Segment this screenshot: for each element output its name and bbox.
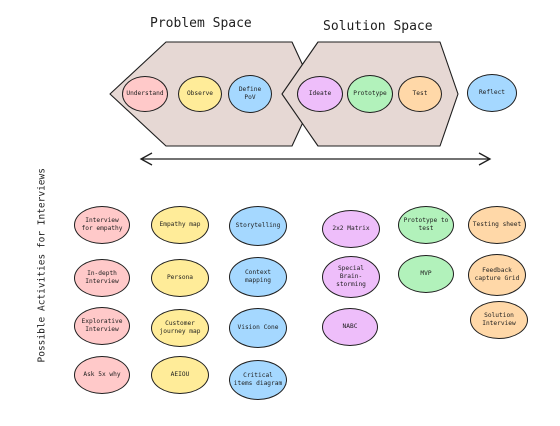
activity-empathy-map: Empathy map — [151, 206, 209, 244]
process-node-label: Observe — [186, 90, 214, 98]
activity-label: Empathy map — [159, 221, 201, 229]
activity-storytelling: Storytelling — [229, 206, 287, 246]
process-node-label: Ideate — [308, 90, 332, 98]
activity-label: 2x2 Matrix — [332, 225, 370, 233]
activity-label: Explorative Interview — [81, 318, 123, 333]
activity-persona: Persona — [151, 259, 209, 297]
activity-nabc: NABC — [322, 308, 378, 346]
process-node-label: Prototype — [353, 90, 387, 98]
activity-testing-sheet: Testing sheet — [468, 206, 526, 244]
activity-in-depth-interview: In-depth Interview — [74, 259, 130, 297]
activity-label: AEIOU — [170, 371, 190, 379]
process-node-label: Understand — [126, 90, 164, 98]
activity-label: Ask 5x why — [83, 371, 121, 379]
activity-label: Feedback capture Grid — [474, 267, 520, 282]
activity-label: Testing sheet — [472, 221, 522, 229]
activity-2x2-matrix: 2x2 Matrix — [322, 210, 380, 248]
activity-label: Storytelling — [235, 222, 281, 230]
process-node-label: Test — [412, 90, 428, 98]
activity-label: Interview for empathy — [81, 217, 123, 232]
process-node-reflect: Reflect — [467, 74, 517, 112]
activity-label: MVP — [420, 270, 432, 278]
activity-feedback-capture-grid: Feedback capture Grid — [468, 254, 526, 296]
problem-space-title: Problem Space — [150, 16, 252, 31]
activity-mvp: MVP — [398, 255, 454, 293]
process-node-prototype: Prototype — [347, 75, 393, 113]
solution-space-title: Solution Space — [323, 19, 433, 34]
activity-label: Persona — [166, 274, 194, 282]
activity-label: Vision Cone — [237, 324, 279, 332]
activity-context-mapping: Context mapping — [229, 257, 287, 297]
activity-special-brainstorming: Special Brain-storming — [322, 256, 380, 298]
activity-label: NABC — [342, 323, 358, 331]
process-node-test: Test — [398, 76, 442, 112]
activity-critical-items-diagram: Critical items diagram — [229, 360, 287, 400]
activity-label: Special Brain-storming — [336, 265, 366, 288]
activity-label: Prototype to test — [403, 217, 449, 232]
activity-label: Critical items diagram — [233, 372, 283, 387]
timeline-arrow-left-head — [139, 152, 153, 166]
activity-label: Solution Interview — [482, 312, 516, 327]
process-node-observe: Observe — [178, 76, 222, 112]
activity-aeiou: AEIOU — [151, 356, 209, 394]
activity-label: Context mapping — [244, 269, 272, 284]
activity-prototype-to-test: Prototype to test — [398, 206, 454, 244]
activity-customer-journey-map: Customer journey map — [151, 309, 209, 347]
process-node-define-pov: Define PoV — [228, 75, 272, 113]
activities-side-label: Possible Activities for Interviews — [36, 168, 48, 363]
process-node-label: Define PoV — [238, 86, 262, 101]
activity-vision-cone: Vision Cone — [229, 308, 287, 348]
process-node-label: Reflect — [478, 89, 506, 97]
process-node-ideate: Ideate — [297, 76, 343, 112]
activity-label: In-depth Interview — [85, 270, 119, 285]
activity-interview-for-empathy: Interview for empathy — [74, 206, 130, 244]
process-node-understand: Understand — [122, 76, 168, 112]
activity-ask-5x-why: Ask 5x why — [74, 356, 130, 394]
activity-solution-interview: Solution Interview — [470, 301, 528, 339]
timeline-arrow-right-head — [478, 152, 492, 166]
activity-label: Customer journey map — [159, 320, 201, 335]
activity-explorative-interview: Explorative Interview — [74, 307, 130, 345]
